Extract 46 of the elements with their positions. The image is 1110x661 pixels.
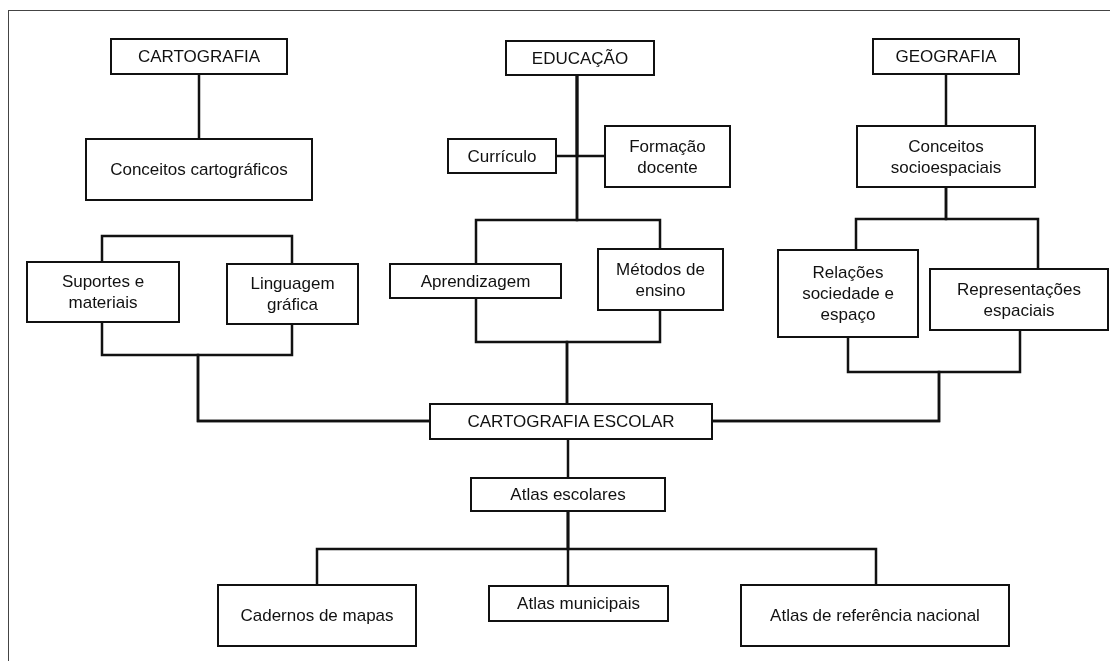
connector-line: [944, 188, 1040, 268]
concept-box: [110, 38, 288, 75]
concept-label: Atlas de referência nacional: [770, 605, 980, 626]
concept-box: [740, 584, 1010, 647]
concept-box: [505, 40, 655, 76]
concept-label: EDUCAÇÃO: [531, 47, 629, 69]
concept-box: [929, 268, 1109, 331]
concept-box: [856, 125, 1036, 188]
connector-line: [575, 76, 662, 248]
concept-box: [604, 125, 731, 188]
concept-label: Cadernos de mapas: [240, 605, 394, 626]
concept-label: Representações espaciais: [956, 278, 1082, 321]
connector-line: [566, 440, 570, 477]
concept-label: Currículo: [467, 145, 537, 167]
concept-label: Conceitos cartográficos: [110, 159, 288, 180]
concept-box: [226, 263, 359, 325]
concept-label: Aprendizagem: [420, 270, 531, 292]
connector-line: [196, 325, 429, 423]
concept-label: Suportes e materiais: [60, 271, 146, 313]
concept-box: [470, 477, 666, 512]
connector-line: [100, 234, 294, 263]
concept-label: Linguagem gráfica: [249, 273, 336, 315]
concept-box: [777, 249, 919, 338]
concept-box: [447, 138, 557, 174]
concept-label: Atlas escolares: [510, 484, 626, 505]
connector-line: [944, 75, 948, 125]
concept-box: [429, 403, 713, 440]
concept-label: CARTOGRAFIA: [137, 46, 261, 67]
connector-line: [713, 331, 1022, 423]
connector-line: [565, 311, 662, 403]
concept-box: [597, 248, 724, 311]
concept-label: GEOGRAFIA: [895, 46, 997, 67]
concept-box: [389, 263, 562, 299]
concept-box: [872, 38, 1020, 75]
concept-label: Relações sociedade e espaço: [801, 262, 895, 325]
concept-box: [85, 138, 313, 201]
concept-label: Conceitos socioespaciais: [889, 135, 1003, 178]
concept-box: [26, 261, 180, 323]
connector-line: [197, 75, 201, 138]
concept-label: Formação docente: [628, 135, 707, 178]
concept-label: Métodos de ensino: [615, 258, 706, 301]
concept-box: [488, 585, 669, 622]
concept-label: CARTOGRAFIA ESCOLAR: [467, 411, 675, 432]
concept-box: [217, 584, 417, 647]
connector-line: [566, 512, 878, 584]
concept-label: Atlas municipais: [517, 593, 640, 614]
